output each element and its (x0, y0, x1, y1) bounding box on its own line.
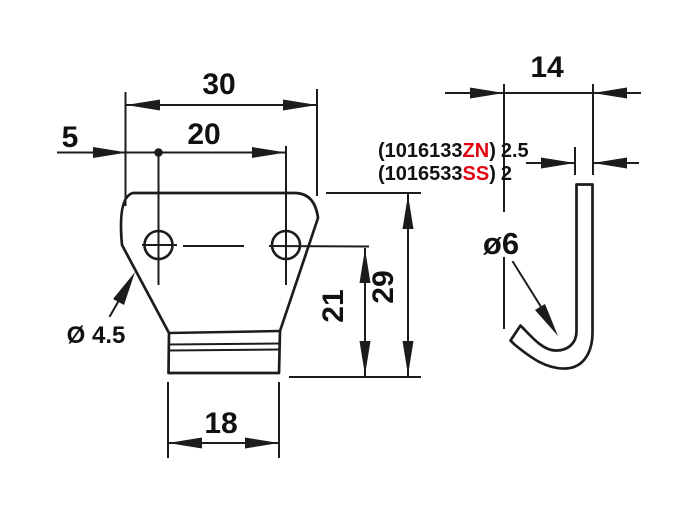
dim-30-arrow-left-icon (126, 99, 160, 111)
dim-thk-arrow-right-icon (593, 157, 627, 169)
variant-ss-label: (1016533SS)2 (378, 163, 512, 185)
side-view (509, 183, 594, 370)
variant-zn-label: (1016133ZN)2.5 (378, 140, 529, 162)
dim-21-arrow-down-icon (359, 341, 371, 375)
hole-diameter-label: Ø 4.5 (67, 322, 126, 349)
flange-top-edge (167, 329, 282, 335)
dim-chain-5-20: 5 20 (57, 118, 287, 158)
side-view-dimensions: 14 (1016133ZN)2.5 (1016533SS)2 ø6 (378, 51, 641, 336)
hook-outline (509, 183, 594, 370)
flange-fold-line-1 (167, 342, 281, 346)
dim-21-arrow-up-icon (359, 249, 371, 283)
hole-dia-leader-arrow-icon (113, 272, 135, 305)
front-view-dimensions: 30 5 20 18 21 (57, 68, 421, 458)
dim-20-origin-dot (154, 148, 163, 157)
dim-thickness: (1016133ZN)2.5 (1016533SS)2 (378, 140, 639, 185)
hook-diameter-callout: ø6 (483, 226, 558, 336)
dim-base-18: 18 (167, 382, 280, 458)
hook-dia-leader-line (511, 260, 545, 312)
right-hole-centerline-horizontal (268, 244, 370, 248)
dim-30-arrow-right-icon (283, 99, 317, 111)
variant-ss-close: ) (489, 163, 496, 185)
hook-dia-leader-arrow-icon (535, 304, 558, 336)
dim-5-value: 5 (62, 121, 79, 154)
dim-14-arrow-left-icon (470, 87, 504, 99)
variant-ss-code: SS (463, 163, 490, 185)
dim-hook-14: 14 (445, 51, 641, 329)
dim-14-value: 14 (530, 51, 564, 84)
variant-ss-thickness: 2 (501, 163, 512, 185)
front-view (119, 146, 370, 375)
dim-18-arrow-right-icon (245, 437, 279, 449)
dim-29-value: 29 (367, 270, 400, 303)
variant-ss-part-number: (1016533 (378, 163, 463, 185)
dim-18-value: 18 (204, 407, 237, 440)
dim-20-value: 20 (187, 118, 220, 151)
dim-29-arrow-up-icon (402, 195, 414, 229)
variant-zn-part-number: (1016133 (378, 140, 463, 162)
flange-fold-line-2 (167, 348, 281, 352)
dim-18-arrow-left-icon (168, 437, 202, 449)
dim-20-arrow-icon (252, 147, 286, 158)
dim-29-arrow-down-icon (402, 341, 414, 375)
dim-heights-21-29: 21 29 (289, 192, 421, 378)
hook-diameter-label: ø6 (483, 226, 519, 261)
hole-diameter-callout: Ø 4.5 (67, 272, 135, 349)
dim-thk-arrow-left-icon (541, 157, 575, 169)
dim-30-value: 30 (202, 68, 235, 101)
bracket-outline (119, 191, 320, 375)
variant-zn-close: ) (489, 140, 496, 162)
dim-width-30: 30 (124, 68, 318, 206)
dim-5-arrow-icon (93, 147, 127, 158)
dim-21-value: 21 (317, 289, 350, 322)
dim-14-arrow-right-icon (593, 87, 627, 99)
variant-zn-code: ZN (463, 140, 490, 162)
variant-zn-thickness: 2.5 (501, 140, 529, 162)
